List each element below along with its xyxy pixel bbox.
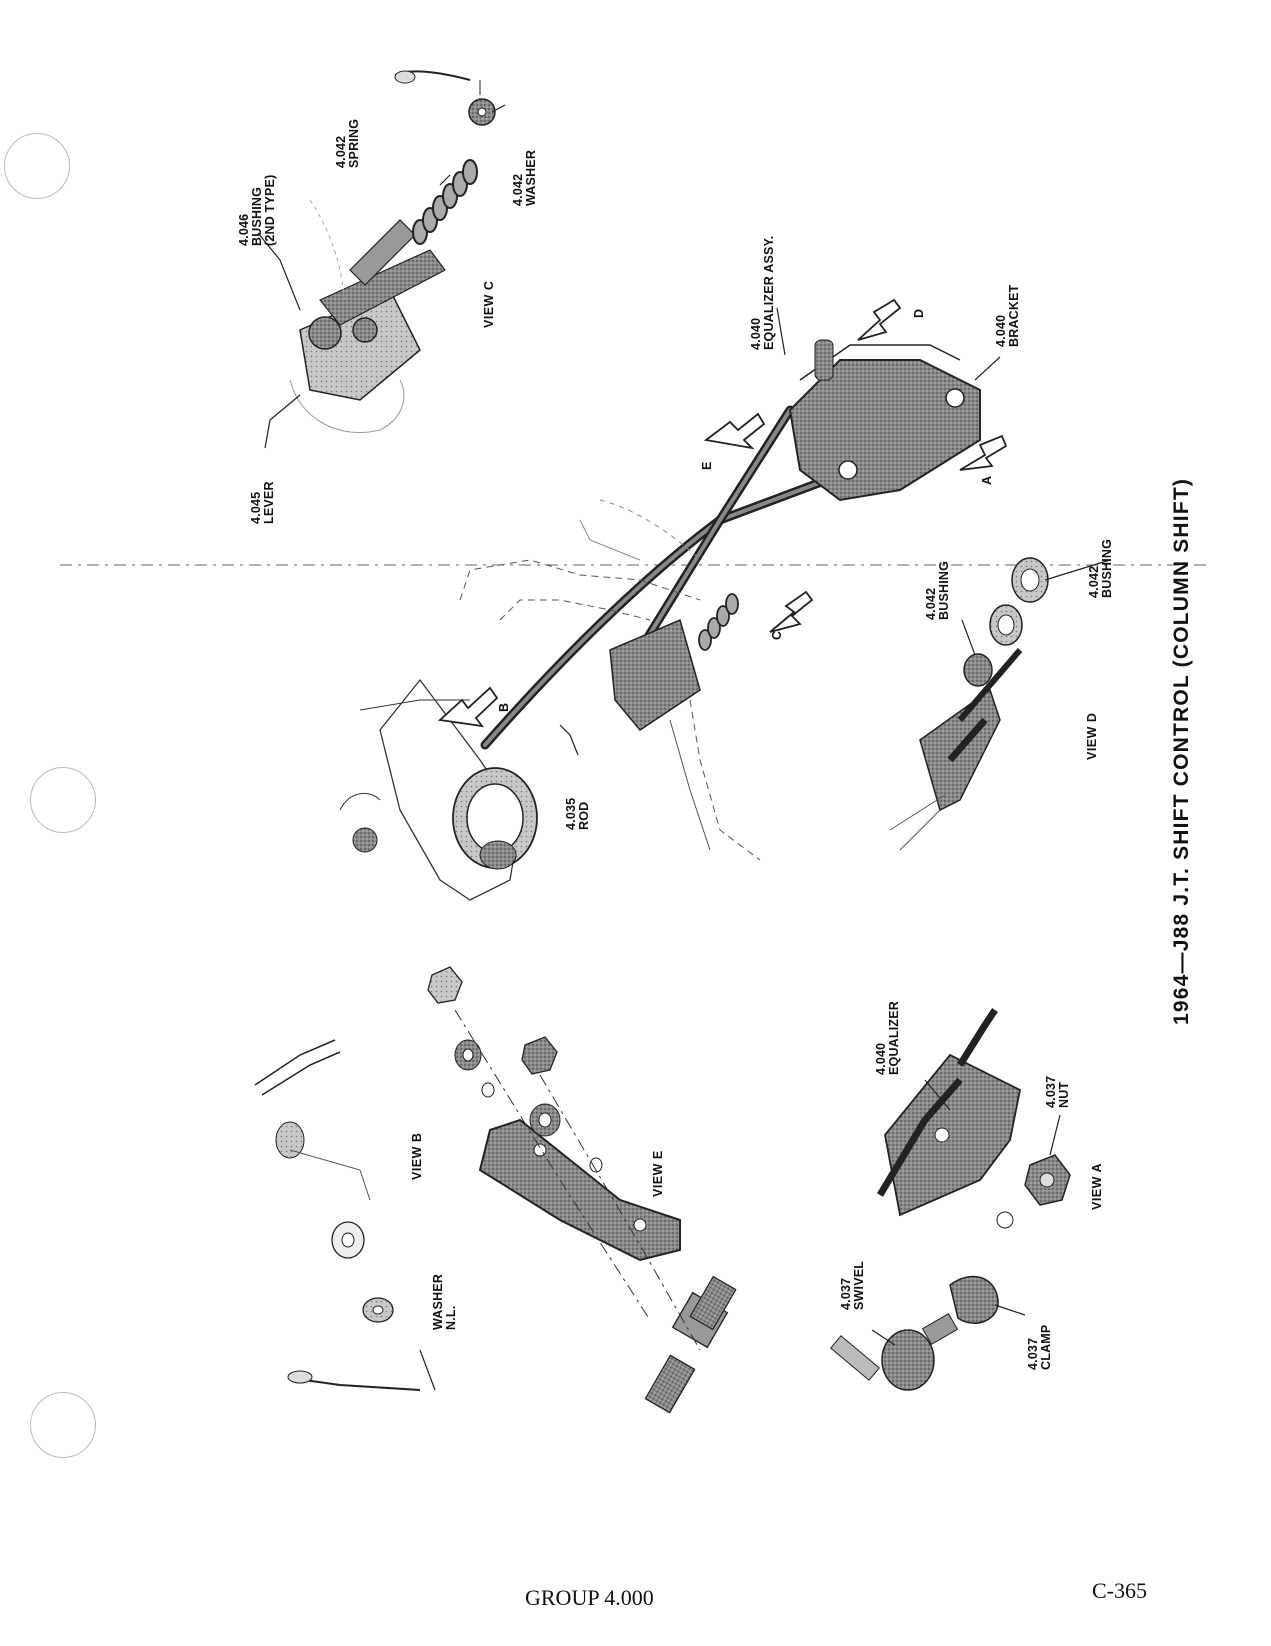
view-d-label: VIEW D [1085,712,1099,760]
view-b-label: VIEW B [410,1132,424,1180]
label-4-042-bushing-left: 4.042 BUSHING [924,560,951,620]
label-4-046-bushing: 4.046 BUSHING (2ND TYPE) [237,174,277,246]
label-4-040-equalizer-assy: 4.040 EQUALIZER ASSY. [749,235,776,350]
label-4-042-washer: 4.042 WASHER [511,149,538,206]
view-b-parts [254,1039,436,1391]
arrow-letter-c: C [770,630,784,640]
label-4-037-clamp: 4.037 CLAMP [1026,1324,1053,1370]
diagram-title: 1964—J88 J.T. SHIFT CONTROL (COLUMN SHIF… [1170,477,1193,1025]
label-4-037-nut: 4.037 NUT [1044,1075,1071,1108]
view-e-label: VIEW E [651,1150,665,1197]
view-arrows [437,298,1008,728]
main-assembly [339,339,981,901]
binder-hole-bottom [30,1392,96,1458]
label-4-037-swivel: 4.037 SWIVEL [839,1260,866,1310]
view-c-label: VIEW C [482,280,496,328]
label-4-040-bracket: 4.040 BRACKET [994,284,1021,347]
label-4-040-equalizer: 4.040 EQUALIZER [874,1000,901,1075]
label-washer-b: WASHER N.L. [431,1273,458,1330]
label-4-042-bushing-right: 4.042 BUSHING [1087,538,1114,598]
arrow-letter-b: B [497,702,511,712]
binder-hole-top [4,133,70,199]
group-label: GROUP 4.000 [525,1585,654,1610]
view-e-parts [427,966,737,1414]
page-number: C-365 [1092,1578,1147,1603]
arrow-letter-d: D [912,308,926,318]
arrow-letter-a: A [980,475,994,485]
label-4-042-spring: 4.042 SPRING [334,118,361,168]
arrow-letter-e: E [700,461,714,470]
view-c-assembly [289,70,496,434]
binder-hole-middle [30,767,96,833]
label-4-035-rod: 4.035 ROD [564,797,591,830]
label-4-045-lever: 4.045 LEVER [249,481,276,524]
view-a-label: VIEW A [1090,1163,1104,1210]
view-d-parts [889,557,1049,851]
